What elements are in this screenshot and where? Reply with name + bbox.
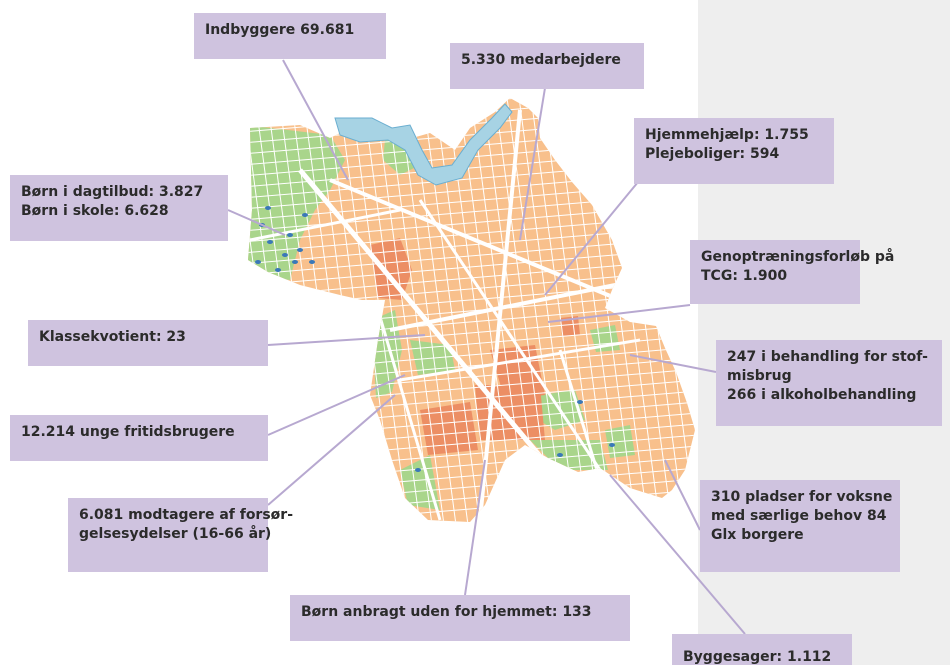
callout-line: Børn i skole: 6.628 <box>21 203 169 219</box>
callout-line: 6.081 modtagere af forsør- <box>79 507 294 523</box>
callout-line: 266 i alkoholbehandling <box>727 387 917 403</box>
pond <box>557 453 563 457</box>
leader-genoptraening <box>547 304 691 323</box>
street <box>249 208 401 242</box>
callout-genoptraening: Genoptræningsforløb på TCG: 1.900 <box>690 240 895 304</box>
street <box>558 349 602 481</box>
dense-area-west <box>370 238 412 300</box>
ponds <box>255 206 615 472</box>
street <box>418 199 602 471</box>
callout-line: 247 i behandling for stof- <box>727 349 928 365</box>
callout-line: misbrug <box>727 368 792 384</box>
callout-byggesager: Byggesager: 1.112 <box>672 634 852 665</box>
leader-anbragt <box>464 459 486 596</box>
callout-line: 310 pladser for voksne <box>711 489 893 505</box>
callout-line: Indbyggere 69.681 <box>205 22 355 38</box>
callout-line: Klassekvotient: 23 <box>39 329 186 345</box>
pond <box>309 260 315 264</box>
callout-line: gelsesydelser (16-66 år) <box>79 526 272 542</box>
callout-fritid: 12.214 unge fritidsbrugere <box>10 415 268 461</box>
dense-area-east-small <box>560 316 580 336</box>
callout-boern: Børn i dagtilbud: 3.827 Børn i skole: 6.… <box>10 175 228 241</box>
pond <box>609 443 615 447</box>
pond <box>297 248 303 252</box>
callout-line: Børn anbragt uden for hjemmet: 133 <box>301 604 592 620</box>
leader-voksne <box>664 459 701 531</box>
callout-stofmisbrug: 247 i behandling for stof- misbrug 266 i… <box>716 340 942 426</box>
callout-line: 5.330 medarbejdere <box>461 52 621 68</box>
callout-line: Børn i dagtilbud: 3.827 <box>21 184 204 200</box>
leader-klassekvotient <box>267 334 426 346</box>
leader-medarbejdere <box>519 87 546 241</box>
lake <box>334 103 513 186</box>
callout-line: Glx borgere <box>711 527 804 543</box>
dense-area-southwest <box>420 402 478 455</box>
leader-fritid <box>267 374 406 436</box>
callout-klassekvotient: Klassekvotient: 23 <box>28 320 268 366</box>
callout-anbragt: Børn anbragt uden for hjemmet: 133 <box>290 595 630 641</box>
leader-hjemmehjaelp <box>544 181 639 296</box>
pond <box>415 468 421 472</box>
callout-voksne: 310 pladser for voksne med særlige behov… <box>700 480 900 572</box>
street <box>399 338 641 382</box>
callout-hjemmehjaelp: Hjemmehjælp: 1.755 Plejeboliger: 594 <box>634 118 834 184</box>
callout-medarbejdere: 5.330 medarbejdere <box>450 43 644 89</box>
leader-lines <box>227 59 746 635</box>
pond <box>287 233 293 237</box>
callout-line: TCG: 1.900 <box>701 268 788 284</box>
leader-indbyggere <box>282 59 349 181</box>
pond <box>292 260 298 264</box>
callout-line: med særlige behov 84 <box>711 508 887 524</box>
pond <box>265 206 271 210</box>
callout-line: Hjemmehjælp: 1.755 <box>645 127 809 143</box>
callout-line: Genoptræningsforløb på <box>701 249 895 265</box>
pond <box>282 253 288 257</box>
street <box>329 178 621 302</box>
leader-boern <box>227 209 286 236</box>
leader-stofmisbrug <box>629 354 717 373</box>
street <box>541 98 603 522</box>
leader-byggesager <box>609 474 746 635</box>
callout-line: Plejeboliger: 594 <box>645 146 780 162</box>
street <box>478 109 522 521</box>
callout-indbyggere: Indbyggere 69.681 <box>194 13 386 59</box>
green-area-middle <box>410 340 455 375</box>
callout-line: Byggesager: 1.112 <box>683 649 832 665</box>
callout-forsoerg: 6.081 modtagere af forsør- gelsesydelser… <box>68 498 294 572</box>
callout-line: 12.214 unge fritidsbrugere <box>21 424 235 440</box>
pond <box>275 268 281 272</box>
pond <box>255 260 261 264</box>
pond <box>577 400 583 404</box>
pond <box>302 213 308 217</box>
pond <box>267 240 273 244</box>
leader-forsoerg <box>267 394 396 506</box>
